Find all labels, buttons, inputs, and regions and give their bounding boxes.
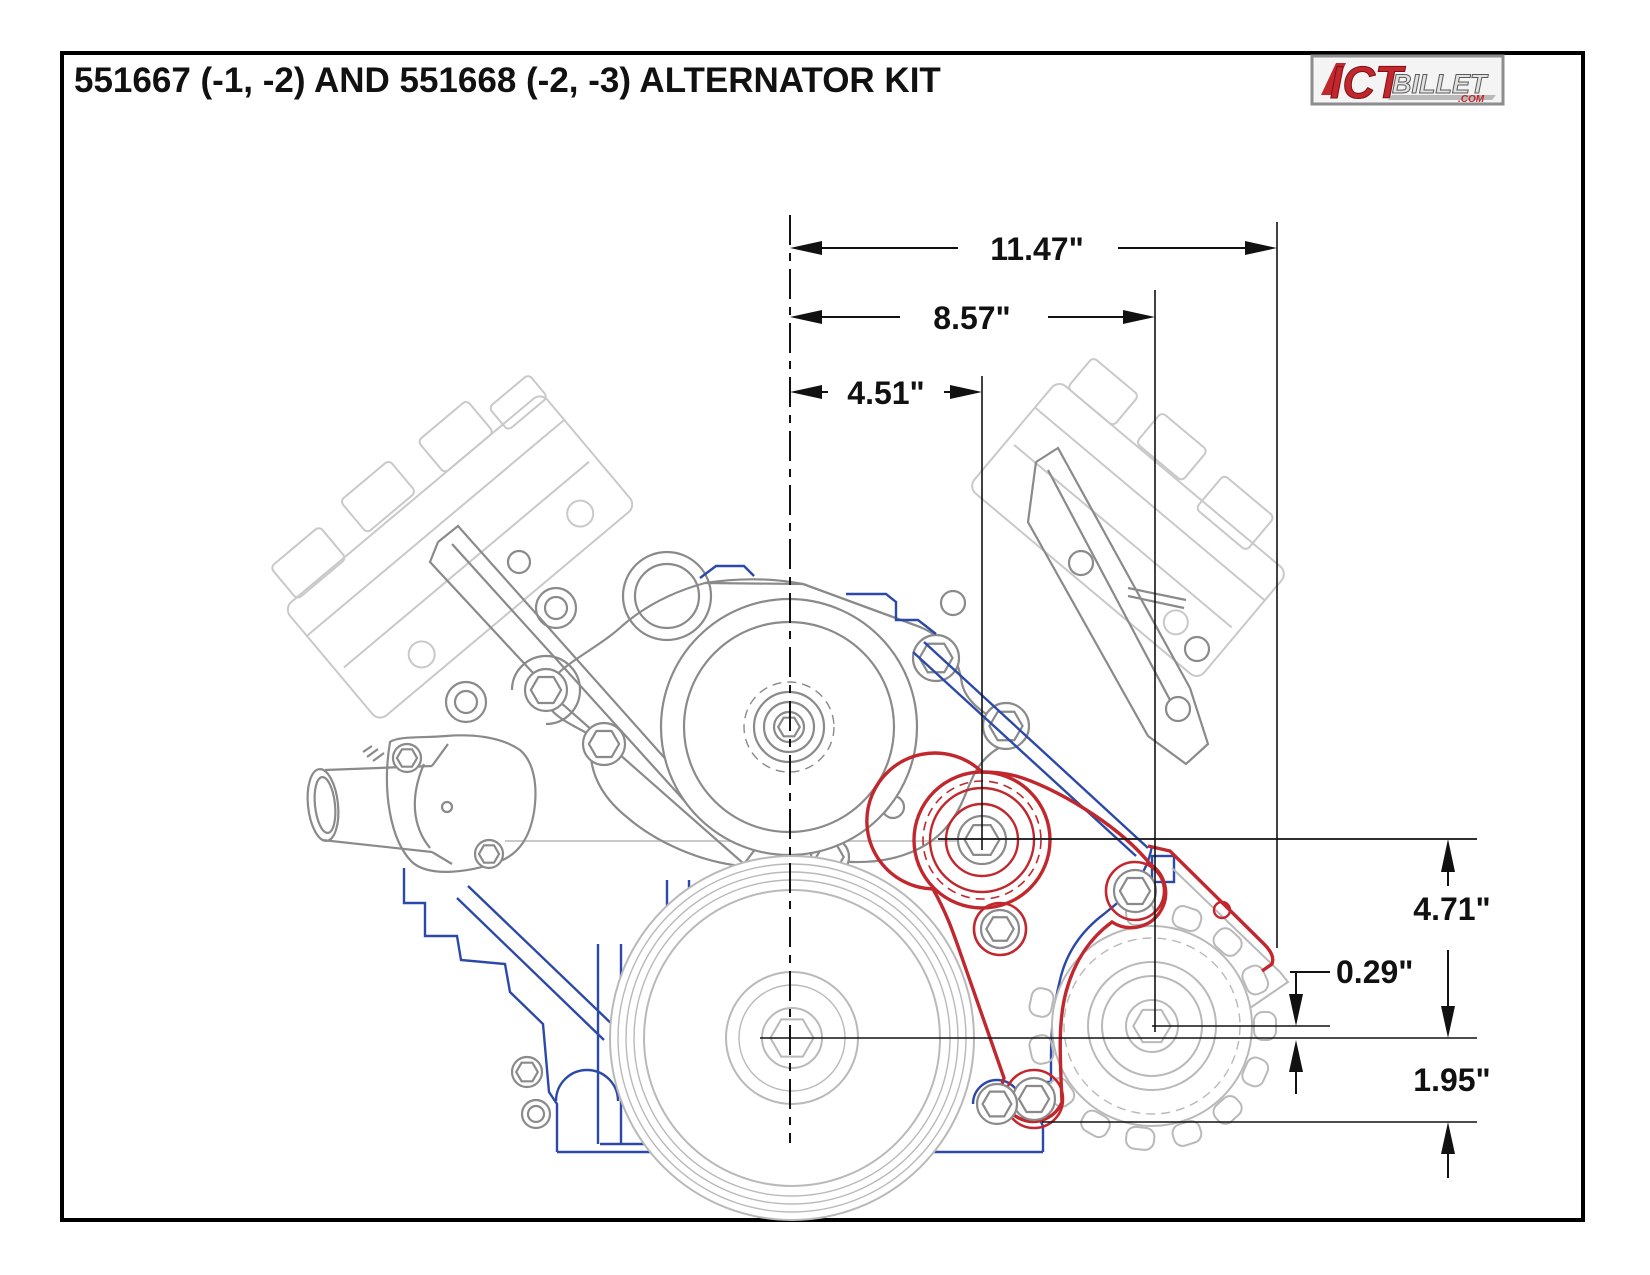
dim-label: 1.95" [1413, 1062, 1490, 1098]
logo-billet-text: BILLET [1392, 69, 1489, 99]
left-head-bracket [428, 524, 764, 866]
bolt [983, 703, 1029, 749]
ict-billet-logo: ICT BILLET .COM [1310, 54, 1505, 109]
dimension-alt-crank-offset: 0.29" [1289, 954, 1413, 1094]
bracket-plate-edge [1147, 844, 1275, 973]
page-title: 551667 (-1, -2) AND 551668 (-2, -3) ALTE… [74, 61, 941, 100]
alternator-mount-ear [1171, 867, 1290, 1009]
dim-label: 4.51" [847, 375, 924, 411]
thermostat-housing [385, 734, 537, 873]
sheet-border [60, 51, 1585, 1222]
bolt [583, 723, 625, 765]
dimension-alternator-center: 8.57" [790, 290, 1156, 1032]
bolt [475, 840, 503, 868]
dim-label: 8.57" [933, 300, 1010, 336]
dimension-overall-width: 11.47" [790, 222, 1278, 948]
upper-bolt-boss [1104, 860, 1166, 922]
left-valve-cover [271, 375, 634, 719]
bolt [525, 669, 567, 711]
mid-bolt-boss [972, 901, 1028, 957]
logo-stripe [1321, 63, 1346, 95]
engine-block-outline [271, 358, 1285, 842]
water-inlet-port [621, 550, 713, 642]
dim-label: 0.29" [1336, 954, 1413, 990]
hose-clamp [362, 745, 385, 762]
bracket-plate-hole [1212, 900, 1232, 920]
heater-tube [306, 743, 453, 865]
dimensions: 11.47" 8.57" 4.51" 4.71" [760, 215, 1491, 1178]
dim-label: 11.47" [990, 231, 1083, 267]
dim-label: 4.71" [1413, 891, 1490, 927]
logo-underline [1388, 95, 1496, 100]
oil-fittings [512, 1057, 550, 1130]
right-head-bracket [1026, 446, 1211, 766]
dimension-idler-to-crank: 4.71" [1413, 839, 1491, 1038]
logo-com-text: .COM [1458, 94, 1485, 105]
dimension-idler-center: 4.51" [790, 375, 983, 850]
bolt [981, 910, 1019, 948]
bolt [1013, 1078, 1055, 1120]
bolt [393, 744, 421, 772]
right-valve-cover [971, 358, 1285, 677]
bolt [977, 1084, 1017, 1124]
dimension-crank-to-bottom: 1.95" [1413, 1062, 1491, 1178]
bolt [1114, 870, 1156, 912]
